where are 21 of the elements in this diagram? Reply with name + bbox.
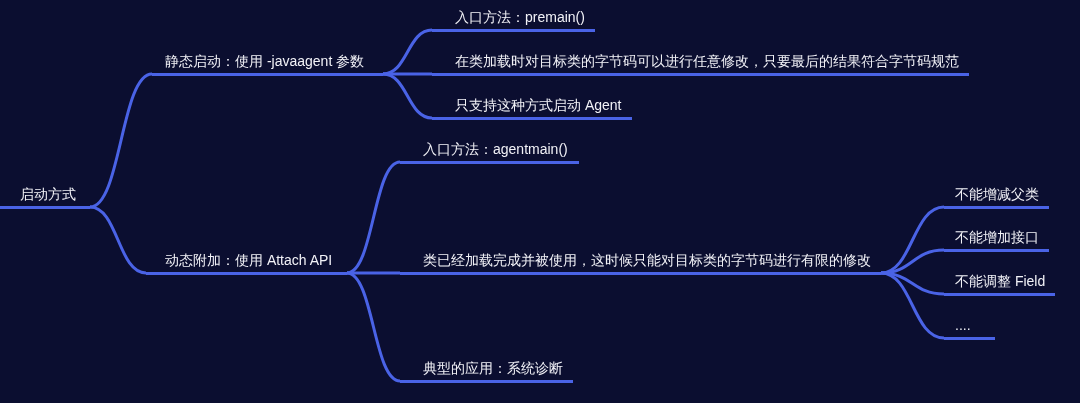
- branch-line: [382, 28, 433, 76]
- mind-map-topic: 只支持这种方式启动 Agent: [432, 95, 632, 120]
- mind-map-topic: ....: [944, 315, 995, 340]
- branch-line: [89, 205, 147, 275]
- mind-map-topic: 动态附加：使用 Attach API: [146, 250, 347, 275]
- branch-line: [346, 160, 401, 275]
- mind-map-topic: 启动方式: [0, 184, 90, 209]
- branch-line: [880, 271, 945, 340]
- branch-line: [89, 72, 153, 209]
- mind-map-topic: 类已经加载完成并被使用，这时候只能对目标类的字节码进行有限的修改: [400, 250, 881, 275]
- mind-map-topic: 不能增加接口: [944, 227, 1049, 252]
- mind-map-topic: 入口方法：agentmain(): [400, 139, 579, 164]
- branch-line: [880, 248, 945, 275]
- mind-map-topic: 入口方法：premain(): [432, 7, 595, 32]
- mind-map-topic: 在类加载时对目标类的字节码可以进行任意修改，只要最后的结果符合字节码规范: [432, 51, 969, 76]
- branch-line: [346, 271, 401, 383]
- mind-map-topic: 静态启动：使用 -javaagent 参数: [152, 51, 383, 76]
- branch-line: [382, 72, 433, 120]
- mind-map-topic: 不能增减父类: [944, 184, 1049, 209]
- mind-map-topic: 典型的应用：系统诊断: [400, 358, 573, 383]
- mind-map-topic: 不能调整 Field: [944, 271, 1056, 296]
